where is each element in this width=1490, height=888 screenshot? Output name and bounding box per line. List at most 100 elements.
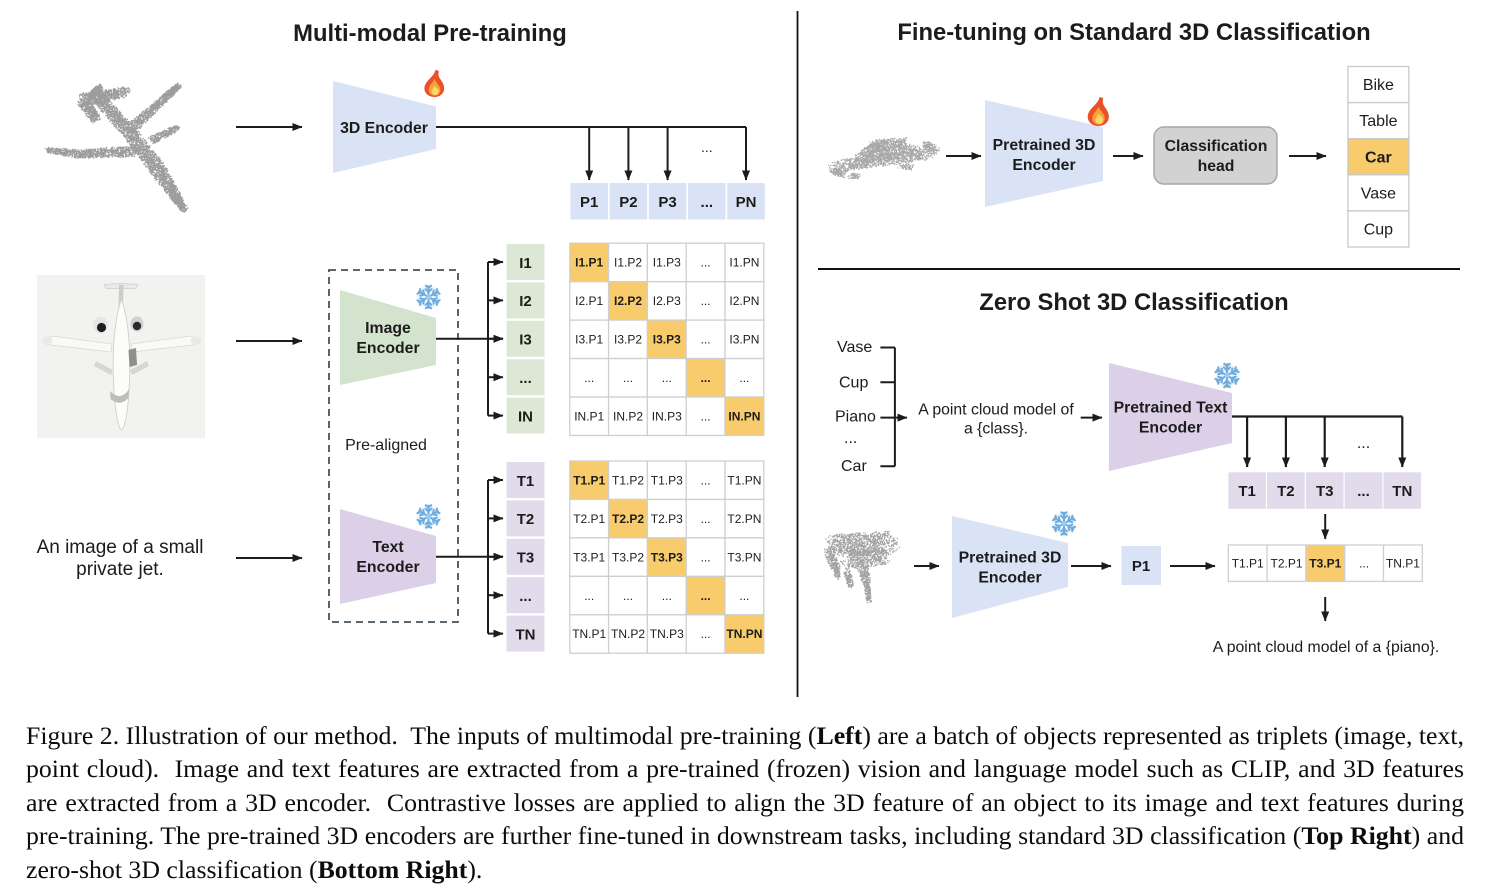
- svg-text:Piano: Piano: [835, 409, 876, 426]
- svg-text:Bike: Bike: [1363, 77, 1394, 94]
- svg-text:Pretrained Text: Pretrained Text: [1114, 400, 1229, 417]
- svg-text:Pretrained 3D: Pretrained 3D: [959, 550, 1062, 567]
- svg-text:T2.P3: T2.P3: [651, 512, 683, 526]
- svg-text:I3.P2: I3.P2: [614, 333, 642, 347]
- svg-text:...: ...: [701, 256, 711, 270]
- svg-text:Encoder: Encoder: [356, 340, 419, 357]
- svg-text:...: ...: [662, 589, 672, 603]
- svg-text:...: ...: [739, 371, 749, 385]
- svg-text:T1.P3: T1.P3: [651, 473, 683, 487]
- svg-text:I1.P1: I1.P1: [575, 256, 603, 270]
- svg-text:T3: T3: [517, 550, 535, 567]
- svg-text:Cup: Cup: [1364, 222, 1393, 239]
- svg-text:...: ...: [739, 589, 749, 603]
- svg-text:TN: TN: [516, 626, 536, 643]
- svg-text:...: ...: [701, 371, 711, 385]
- svg-text:I3: I3: [519, 332, 532, 349]
- svg-text:Multi-modal Pre-training: Multi-modal Pre-training: [293, 20, 567, 47]
- svg-text:Cup: Cup: [839, 374, 868, 391]
- svg-text:T2.P1: T2.P1: [1270, 557, 1302, 571]
- svg-text:I3.P3: I3.P3: [653, 333, 681, 347]
- svg-text:...: ...: [1357, 483, 1370, 500]
- svg-text:I2: I2: [519, 293, 532, 310]
- svg-text:T1.P1: T1.P1: [1232, 557, 1264, 571]
- svg-text:...: ...: [584, 371, 594, 385]
- svg-text:Car: Car: [1365, 149, 1392, 166]
- svg-text:IN: IN: [518, 408, 533, 425]
- svg-text:3D Encoder: 3D Encoder: [340, 120, 428, 137]
- svg-text:Encoder: Encoder: [1012, 157, 1075, 174]
- svg-text:I1.P3: I1.P3: [653, 256, 681, 270]
- svg-text:...: ...: [701, 409, 711, 423]
- svg-text:P1: P1: [1132, 558, 1150, 575]
- svg-text:I3.P1: I3.P1: [575, 333, 603, 347]
- svg-text:...: ...: [519, 370, 532, 387]
- svg-text:I1: I1: [519, 255, 532, 272]
- svg-text:...: ...: [701, 473, 711, 487]
- svg-text:...: ...: [701, 589, 711, 603]
- svg-text:...: ...: [623, 371, 633, 385]
- svg-text:Pretrained 3D: Pretrained 3D: [993, 137, 1096, 154]
- svg-text:Classification: Classification: [1165, 138, 1268, 155]
- svg-text:P3: P3: [658, 194, 676, 211]
- svg-text:Encoder: Encoder: [356, 559, 419, 576]
- svg-text:I2.P3: I2.P3: [653, 294, 681, 308]
- svg-text:T3: T3: [1316, 483, 1334, 500]
- svg-text:T2.PN: T2.PN: [727, 512, 761, 526]
- svg-text:Zero Shot 3D Classification: Zero Shot 3D Classification: [979, 289, 1288, 316]
- svg-text:T1: T1: [1238, 483, 1256, 500]
- svg-text:T3.PN: T3.PN: [727, 550, 761, 564]
- svg-text:head: head: [1198, 158, 1235, 175]
- svg-text:a {class}.: a {class}.: [964, 421, 1028, 438]
- svg-text:...: ...: [1357, 435, 1370, 452]
- svg-text:Fine-tuning on Standard 3D Cla: Fine-tuning on Standard 3D Classificatio…: [897, 19, 1370, 46]
- svg-text:A point cloud model of: A point cloud model of: [918, 402, 1074, 419]
- svg-text:T3.P1: T3.P1: [1309, 557, 1341, 571]
- svg-text:Encoder: Encoder: [1139, 420, 1202, 437]
- svg-text:I2.P2: I2.P2: [614, 294, 642, 308]
- svg-text:...: ...: [701, 139, 713, 155]
- svg-text:T2: T2: [517, 511, 535, 528]
- svg-text:T1.P1: T1.P1: [573, 473, 605, 487]
- svg-text:T2.P1: T2.P1: [573, 512, 605, 526]
- svg-text:IN.PN: IN.PN: [728, 409, 760, 423]
- svg-text:Car: Car: [841, 458, 867, 475]
- svg-text:...: ...: [844, 430, 857, 447]
- svg-text:T2: T2: [1277, 483, 1295, 500]
- svg-text:...: ...: [701, 333, 711, 347]
- svg-text:...: ...: [519, 588, 532, 605]
- svg-text:...: ...: [701, 194, 714, 211]
- svg-text:I1.PN: I1.PN: [729, 256, 759, 270]
- svg-text:An image of a small: An image of a small: [37, 537, 204, 558]
- svg-text:T1.P2: T1.P2: [612, 473, 644, 487]
- svg-text:...: ...: [662, 371, 672, 385]
- svg-text:...: ...: [1359, 557, 1369, 571]
- svg-text:T2.P2: T2.P2: [612, 512, 644, 526]
- svg-text:TN.P2: TN.P2: [611, 627, 645, 641]
- svg-text:I2.P1: I2.P1: [575, 294, 603, 308]
- svg-text:...: ...: [701, 294, 711, 308]
- svg-text:IN.P2: IN.P2: [613, 409, 643, 423]
- svg-text:TN: TN: [1392, 483, 1412, 500]
- svg-text:A point cloud model of a {pian: A point cloud model of a {piano}.: [1213, 639, 1440, 656]
- svg-text:Encoder: Encoder: [978, 570, 1041, 587]
- svg-text:...: ...: [701, 627, 711, 641]
- svg-text:IN.P3: IN.P3: [652, 409, 682, 423]
- svg-text:...: ...: [701, 512, 711, 526]
- svg-text:T3.P3: T3.P3: [651, 550, 683, 564]
- svg-text:Vase: Vase: [1361, 185, 1396, 202]
- svg-text:TN.P3: TN.P3: [650, 627, 684, 641]
- svg-text:TN.P1: TN.P1: [572, 627, 606, 641]
- svg-text:Table: Table: [1359, 113, 1397, 130]
- svg-text:TN.PN: TN.PN: [726, 627, 762, 641]
- svg-text:Pre-aligned: Pre-aligned: [345, 437, 427, 454]
- svg-text:PN: PN: [736, 194, 757, 211]
- svg-text:...: ...: [584, 589, 594, 603]
- svg-text:...: ...: [623, 589, 633, 603]
- svg-text:I3.PN: I3.PN: [729, 333, 759, 347]
- svg-text:Image: Image: [365, 320, 411, 337]
- svg-text:TN.P1: TN.P1: [1386, 557, 1420, 571]
- svg-text:Vase: Vase: [837, 339, 872, 356]
- svg-text:T3.P2: T3.P2: [612, 550, 644, 564]
- svg-text:IN.P1: IN.P1: [574, 409, 604, 423]
